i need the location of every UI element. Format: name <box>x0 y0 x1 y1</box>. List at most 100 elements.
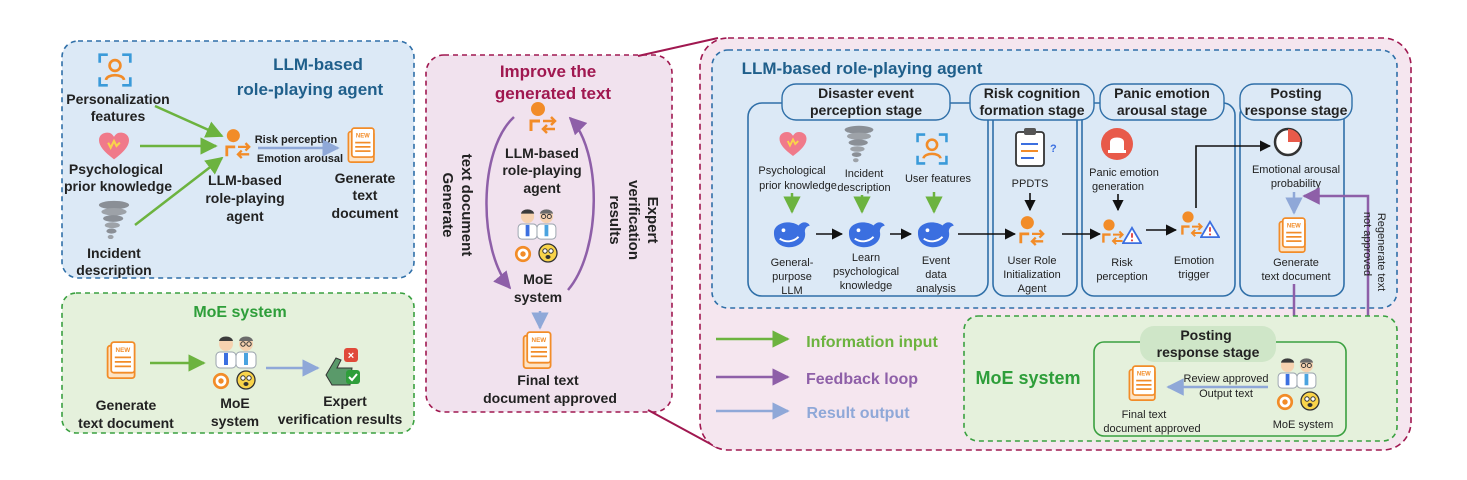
risk-label: perception <box>1096 271 1147 283</box>
moe-label: system <box>514 289 562 305</box>
ppdts-label: PPDTS <box>1012 178 1049 190</box>
generate-document-label: text <box>353 187 378 203</box>
generate-document-label: Generate <box>335 170 396 186</box>
svg-text:×: × <box>348 350 354 362</box>
posting-stage-label: response stage <box>1157 344 1260 360</box>
expert-results-label: Expert <box>323 393 367 409</box>
right-agent-title: LLM-based role-playing agent <box>742 59 983 78</box>
face-icon <box>1300 391 1320 411</box>
agent-label: agent <box>523 180 561 196</box>
panic-label: Panic emotion <box>1089 167 1159 179</box>
event-label: analysis <box>916 283 956 295</box>
posting-stage-label: Posting <box>1180 327 1231 343</box>
expert-rotated-label: Expert <box>644 197 661 244</box>
emotion-arousal-label: Emotion arousal <box>257 153 343 165</box>
learn-label: knowledge <box>840 280 893 292</box>
incident-label: Incident <box>845 168 884 180</box>
psych-label: prior knowledge <box>759 180 837 192</box>
generate-document-label: Generate <box>96 397 157 413</box>
psych-label: Psychological <box>758 165 825 177</box>
clipboard-icon: ? <box>1015 128 1057 167</box>
expert-rotated-label: verification <box>625 180 642 260</box>
stage-header: formation stage <box>979 102 1084 118</box>
arousal-label: Emotional arousal <box>1252 164 1340 176</box>
improve-title: generated text <box>495 84 612 103</box>
legend-result-label: Result output <box>806 405 910 422</box>
event-label: data <box>925 269 947 281</box>
generate-document-label: text document <box>1261 271 1330 283</box>
left-agent-title: LLM-based <box>273 55 363 74</box>
document-icon <box>1128 365 1156 402</box>
incident-label: Incident <box>87 245 141 261</box>
expert-results-label: verification results <box>278 411 403 427</box>
svg-text:?: ? <box>1050 143 1057 155</box>
document-icon <box>106 341 136 380</box>
left-agent-title: role-playing agent <box>237 80 384 99</box>
generate-rotated-label: text document <box>458 154 475 257</box>
stage-header: perception stage <box>810 102 922 118</box>
target-icon <box>212 372 230 390</box>
stage-header: Risk cognition <box>984 85 1080 101</box>
risk-label: Risk <box>1111 257 1133 269</box>
document-icon <box>1278 217 1306 254</box>
legend: Information input Feedback loop Result o… <box>716 330 938 422</box>
face-icon <box>236 370 256 390</box>
face-icon <box>538 243 558 263</box>
document-icon <box>347 127 375 164</box>
target-icon <box>1276 393 1294 411</box>
review-label: Output text <box>1199 388 1253 400</box>
expert-rotated-label: results <box>606 195 623 244</box>
generate-rotated-label: Generate <box>439 172 456 237</box>
document-icon <box>522 331 552 370</box>
user-role-label: Initialization <box>1003 269 1060 281</box>
left-moe-panel: MoE system Generate text document MoE sy… <box>61 292 415 434</box>
emotion-trigger-label: trigger <box>1178 269 1210 281</box>
pie-icon <box>1273 127 1303 157</box>
generate-document-label: text document <box>78 415 174 431</box>
final-document-label: document approved <box>1103 423 1200 435</box>
incident-label: description <box>837 182 890 194</box>
panic-label: generation <box>1092 181 1144 193</box>
general-llm-label: LLM <box>781 285 802 297</box>
legend-feedback-label: Feedback loop <box>806 371 918 388</box>
verification-icon: × <box>325 348 360 386</box>
agent-label: LLM-based <box>208 172 282 188</box>
risk-perception-label: Risk perception <box>255 134 338 146</box>
review-label: Review approved <box>1184 373 1269 385</box>
event-label: Event <box>922 255 950 267</box>
user-role-label: User Role <box>1008 255 1057 267</box>
incident-label: description <box>76 262 151 278</box>
alarm-icon <box>1101 128 1133 160</box>
target-icon <box>514 245 532 263</box>
agent-label: role-playing <box>502 162 581 178</box>
agent-label: role-playing <box>205 190 284 206</box>
stage-header: Disaster event <box>818 85 914 101</box>
right-panel: LLM-based role-playing agent Disaster ev… <box>699 37 1412 451</box>
stage-header: response stage <box>1245 102 1348 118</box>
generate-document-label: Generate <box>1273 257 1319 269</box>
stage-header: arousal stage <box>1117 102 1207 118</box>
moe-label: MoE <box>523 271 553 287</box>
regenerate-label: Regenerate text <box>1375 213 1387 291</box>
stage-header: Posting <box>1270 85 1321 101</box>
moe-label: system <box>211 413 259 429</box>
final-document-label: Final text <box>1122 409 1167 421</box>
arousal-label: probability <box>1271 178 1322 190</box>
left-moe-title: MoE system <box>193 304 286 321</box>
agent-label: agent <box>226 208 264 224</box>
connector-line <box>637 37 719 57</box>
right-moe-title: MoE system <box>975 368 1080 388</box>
emotion-trigger-label: Emotion <box>1174 255 1214 267</box>
personalization-label: features <box>91 108 146 124</box>
stage-header: Panic emotion <box>1114 85 1210 101</box>
user-features-label: User features <box>905 173 972 185</box>
left-agent-panel: LLM-based role-playing agent Personaliza… <box>61 40 415 279</box>
regenerate-label: not approved <box>1361 212 1373 276</box>
moe-label: MoE <box>220 395 250 411</box>
learn-label: Learn <box>852 252 880 264</box>
final-document-label: Final text <box>517 372 579 388</box>
legend-info-label: Information input <box>806 334 938 351</box>
final-document-label: document approved <box>483 390 617 406</box>
